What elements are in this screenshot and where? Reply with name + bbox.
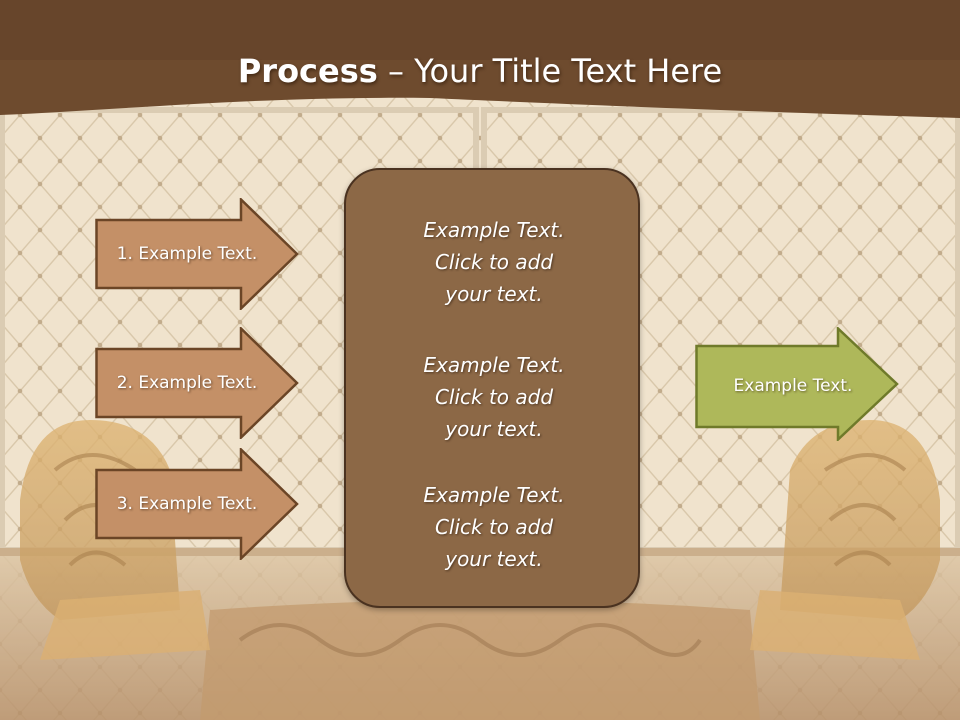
page-title: Process – Your Title Text Here (0, 52, 960, 90)
step-arrow-2[interactable]: 2. Example Text. (95, 327, 299, 439)
center-item-3-line2: Click to add (434, 515, 554, 539)
step-arrow-2-label: 2. Example Text. (116, 373, 258, 393)
step-arrow-3-label: 3. Example Text. (116, 494, 258, 514)
step-arrow-3-shape (95, 448, 299, 560)
center-item-3: Example Text. Click to add your text. (346, 479, 642, 575)
center-item-1-line3: your text. (445, 282, 543, 306)
center-item-3-line3: your text. (445, 547, 543, 571)
center-item-2-line3: your text. (445, 417, 543, 441)
center-item-2: Example Text. Click to add your text. (346, 349, 642, 445)
center-item-2-line1: Example Text. (423, 353, 565, 377)
result-arrow-shape (695, 327, 899, 441)
title-rest-part: – Your Title Text Here (377, 52, 723, 90)
step-arrow-1-label: 1. Example Text. (116, 244, 258, 264)
center-item-1: Example Text. Click to add your text. (346, 214, 642, 310)
center-item-2-line2: Click to add (434, 385, 554, 409)
step-arrow-1[interactable]: 1. Example Text. (95, 198, 299, 310)
center-item-1-line1: Example Text. (423, 218, 565, 242)
result-arrow[interactable]: Example Text. (695, 327, 899, 441)
step-arrow-3[interactable]: 3. Example Text. (95, 448, 299, 560)
center-item-3-line1: Example Text. (423, 483, 565, 507)
step-arrow-2-shape (95, 327, 299, 439)
step-arrow-1-shape (95, 198, 299, 310)
center-item-1-line2: Click to add (434, 250, 554, 274)
center-content-box[interactable]: Example Text. Click to add your text. Ex… (344, 168, 640, 608)
result-arrow-label: Example Text. (733, 376, 853, 396)
title-bold-part: Process (237, 52, 378, 90)
